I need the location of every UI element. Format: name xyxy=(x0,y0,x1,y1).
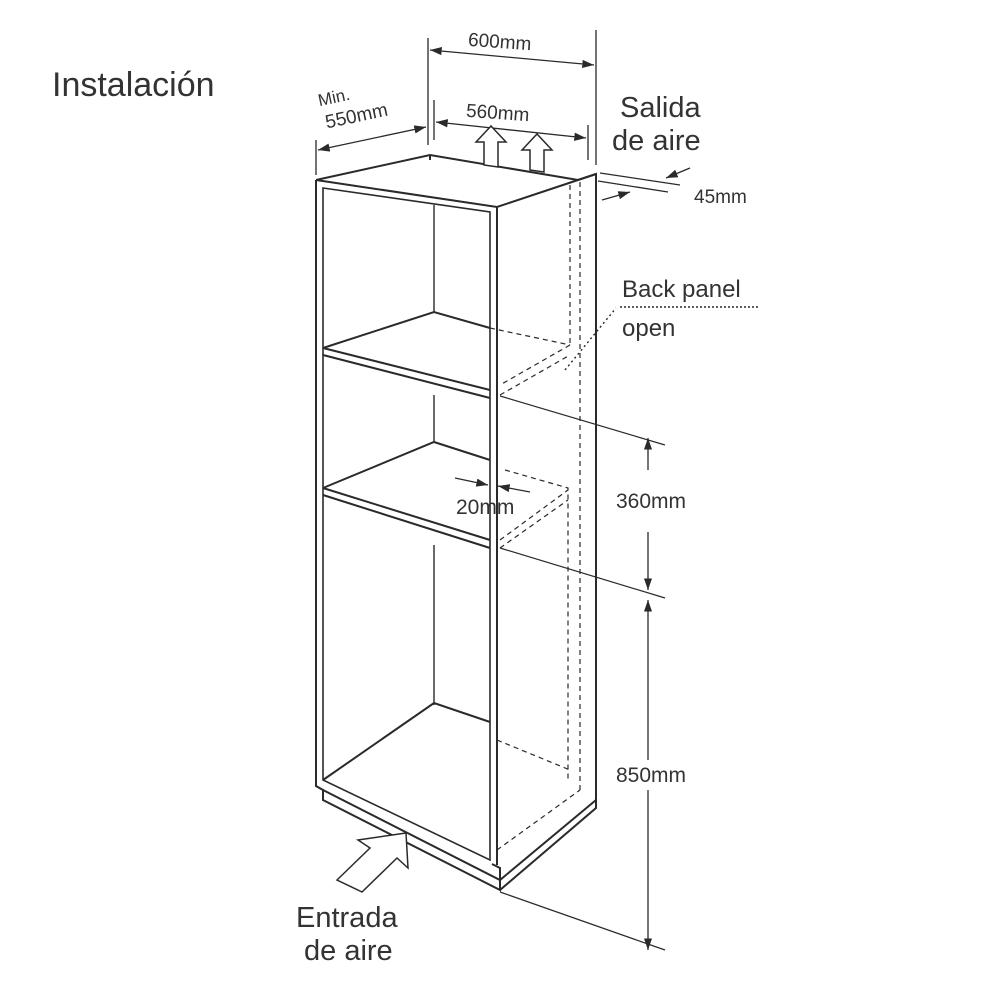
back-panel-label-2: open xyxy=(622,315,676,342)
back-panel-label-1: Back panel xyxy=(622,276,741,303)
page-title: Instalación xyxy=(52,66,215,104)
air-in-label-2: de aire xyxy=(304,935,393,967)
air-in-arrow xyxy=(335,832,409,893)
shelf-gap-label: 20mm xyxy=(456,496,515,519)
air-out-arrow-2 xyxy=(520,132,554,173)
width-outer-label: 600mm xyxy=(467,29,533,56)
air-in-label-1: Entrada xyxy=(296,902,398,934)
opening-height-label: 360mm xyxy=(616,490,687,513)
air-out-label-1: Salida xyxy=(620,92,701,124)
air-out-label-2: de aire xyxy=(612,125,701,157)
base-height-label: 850mm xyxy=(616,764,687,787)
width-inner-label: 560mm xyxy=(465,100,531,127)
air-out-arrow-1 xyxy=(474,124,508,168)
gap-back-label: 45mm xyxy=(694,187,747,208)
